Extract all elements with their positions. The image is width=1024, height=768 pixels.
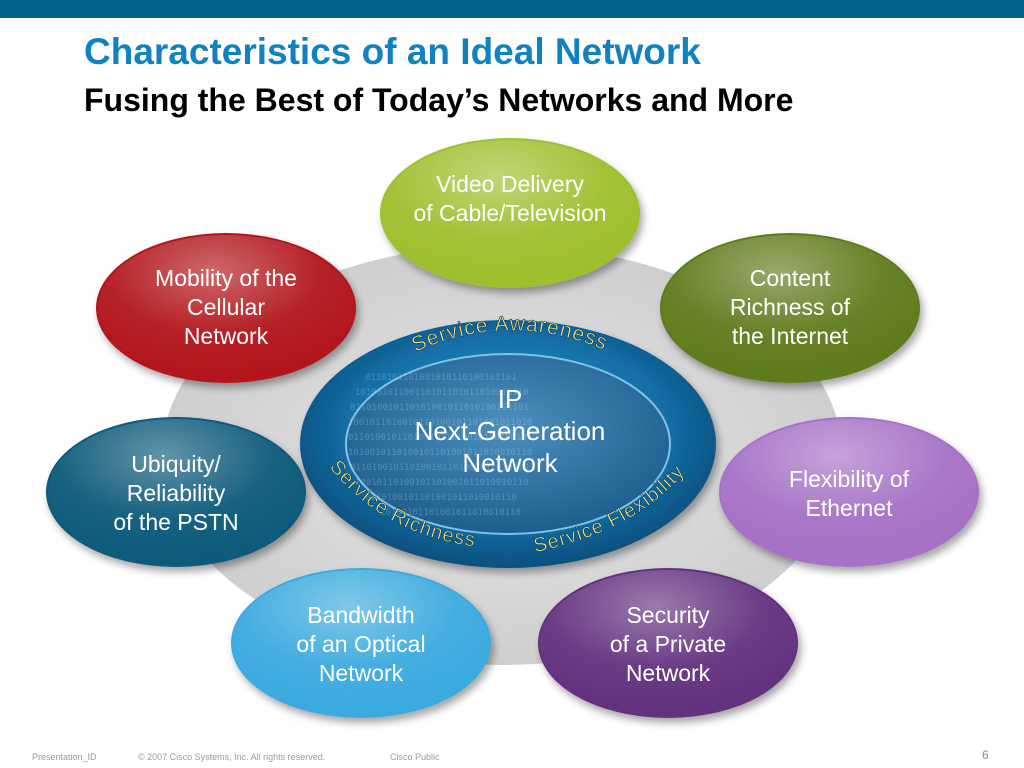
svg-text:101001011001101011010110100101: 10100101100110101101011010010110 xyxy=(355,388,528,398)
svg-text:100101101001011010010110100101: 10010110100101101001011010010110 xyxy=(355,478,528,488)
slide-subtitle: Fusing the Best of Today’s Networks and … xyxy=(84,82,794,118)
binary-texture: 0110101101001010110100101101 10100101100… xyxy=(348,373,532,518)
footer-classification: Cisco Public xyxy=(390,752,440,762)
svg-text:101001011010010110100101101001: 1010010110100101101001011010010110 xyxy=(348,448,532,458)
node-content-gloss xyxy=(662,235,918,381)
node-video-gloss xyxy=(382,140,638,286)
node-bandwidth-gloss xyxy=(233,570,489,716)
top-accent-bar xyxy=(0,0,1024,18)
footer-copyright: © 2007 Cisco Systems, Inc. All rights re… xyxy=(138,752,326,762)
svg-text:0110101101001010110100101101: 0110101101001010110100101101 xyxy=(365,373,517,383)
node-mobility-gloss xyxy=(98,235,354,381)
slide-title: Characteristics of an Ideal Network xyxy=(84,31,701,72)
svg-text:0110100101101001011010010110: 0110100101101001011010010110 xyxy=(365,493,517,503)
node-ubiquity-gloss xyxy=(48,419,304,565)
svg-text:011010010110100101101001011010: 011010010110100101101001011010010 xyxy=(350,463,529,473)
svg-text:10100101101001011010010110: 10100101101001011010010110 xyxy=(380,508,521,518)
center-node: 0110101101001010110100101101 10100101100… xyxy=(300,312,716,568)
svg-text:011010010110101001011010100101: 011010010110101001011010100101101 xyxy=(350,403,529,413)
svg-text:011010010110100101101001011010: 0110100101101001011010010110100101 xyxy=(348,433,532,443)
footer-presentation-id: Presentation_ID xyxy=(32,752,97,762)
node-security-gloss xyxy=(540,570,796,716)
page-number: 6 xyxy=(982,748,989,762)
node-flex-gloss xyxy=(721,419,977,565)
svg-text:100101101001011010010110100101: 1001011010010110100101101001011010 xyxy=(348,418,532,428)
